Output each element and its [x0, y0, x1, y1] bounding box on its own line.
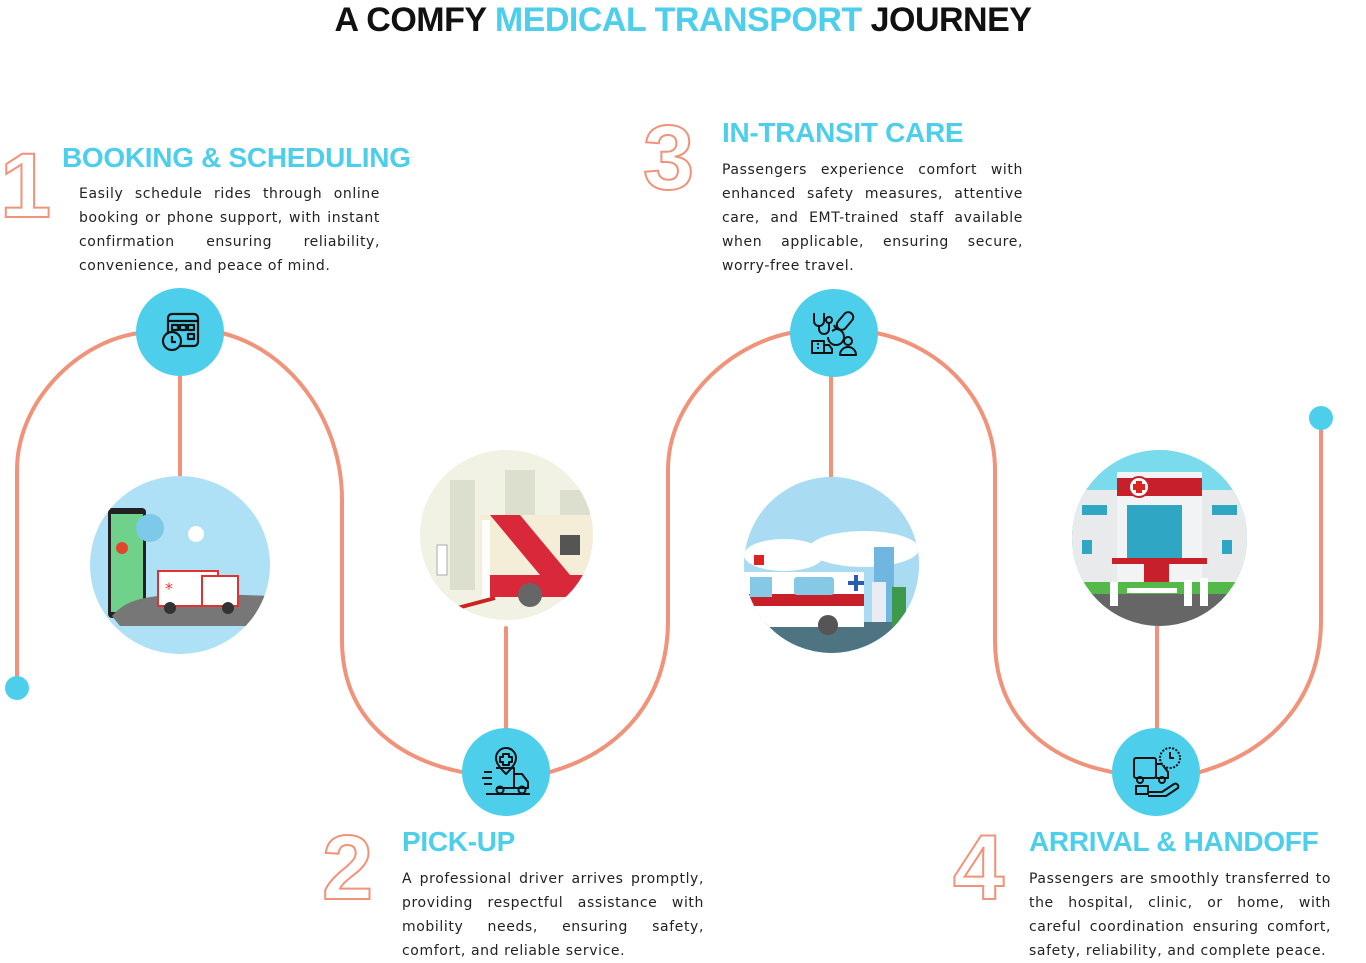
step-title-1: BOOKING & SCHEDULING [62, 142, 411, 173]
title-prefix: A COMFY [334, 1, 495, 39]
path-segment-5 [1198, 416, 1323, 774]
step-image-3 [744, 477, 919, 653]
path-start-dot [5, 676, 29, 700]
step-number-3: 3 [642, 107, 695, 209]
step-title-3: IN-TRANSIT CARE [722, 117, 964, 148]
svg-text:*: * [165, 579, 173, 598]
page-title: A COMFY MEDICAL TRANSPORT JOURNEY [0, 0, 1366, 40]
step-number-4: 4 [952, 817, 1005, 919]
path-segment-3 [548, 331, 792, 774]
step-image-4 [1072, 450, 1247, 626]
title-suffix: JOURNEY [861, 1, 1032, 39]
care-cycle-icon [790, 289, 878, 377]
path-segment-1 [15, 331, 142, 690]
step-title-4: ARRIVAL & HANDOFF [1029, 826, 1319, 857]
step-desc-2: A professional driver arrives promptly, … [402, 871, 704, 959]
medical-truck-location-icon [462, 728, 550, 816]
title-accent: MEDICAL TRANSPORT [494, 1, 862, 39]
path-segment-2 [220, 331, 464, 774]
delivery-hand-clock-icon [1112, 728, 1200, 816]
hospital-stretcher-illustration [1072, 450, 1247, 626]
path-end-dot [1309, 406, 1333, 430]
step-number-1: 1 [0, 135, 52, 237]
step-desc-1: Easily schedule rides through online boo… [79, 186, 380, 274]
step-desc-4: Passengers are smoothly transferred to t… [1029, 871, 1331, 959]
step-image-1: * [90, 476, 270, 654]
step-title-2: PICK-UP [402, 826, 516, 857]
calendar-clock-icon [136, 288, 224, 376]
phone-map-ambulance-illustration: * [108, 508, 270, 626]
path-segment-4 [874, 331, 1114, 774]
ambulance-doctor-ramp-illustration [420, 450, 593, 620]
ambulance-staff-city-illustration [744, 477, 919, 653]
step-image-2 [420, 450, 593, 620]
step-number-2: 2 [321, 817, 374, 919]
step-desc-3: Passengers experience comfort with enhan… [722, 162, 1023, 274]
